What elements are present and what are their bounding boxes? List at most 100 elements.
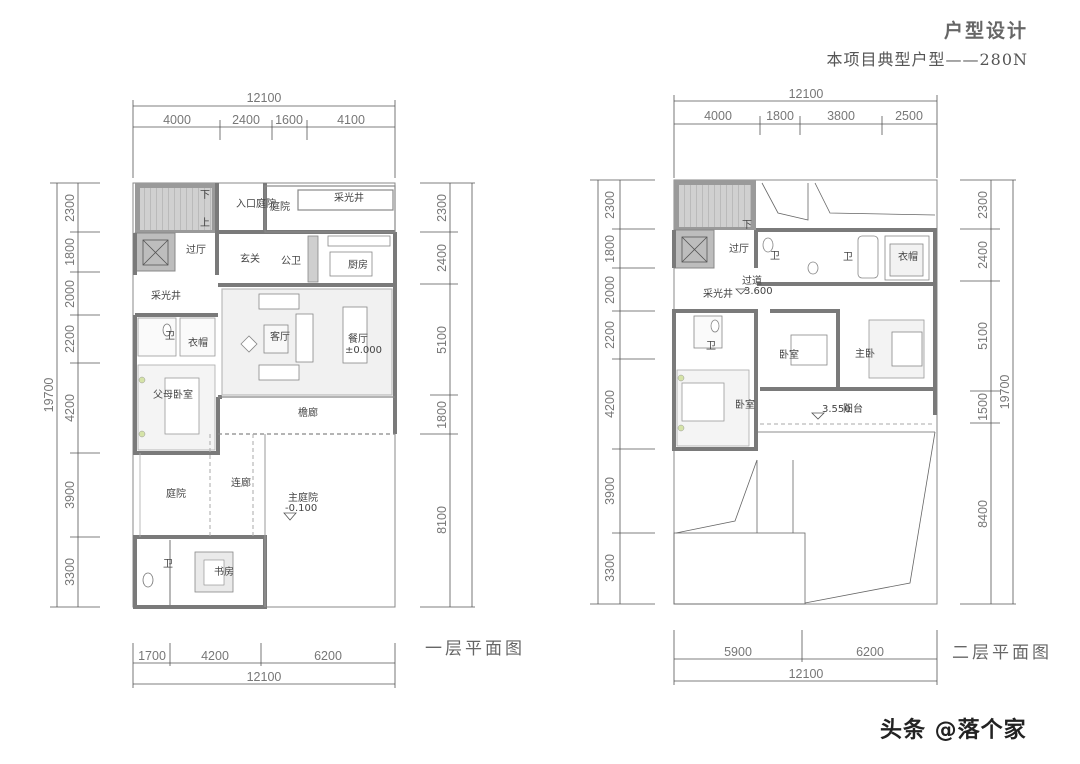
f1-dining-level: ±0.000 [345, 345, 382, 356]
f1-room-bath: 卫 [165, 331, 175, 342]
floor1-left-dimensions [50, 182, 100, 608]
f1-room-dining: 餐厅 [348, 332, 368, 345]
floor2-plan: 12100 4000 1800 3800 2500 2300 1800 2000… [590, 87, 1016, 685]
f1-room-entry-court: 入口庭院 [236, 197, 276, 210]
f2-room-passage: 过道 [742, 274, 762, 287]
floor1-plan: 12100 4000 2400 1600 4100 19700 2300 180… [42, 91, 475, 688]
page-subtitle: 本项目典型户型——280N [826, 50, 1028, 69]
f2-right-seg-5: 8400 [976, 500, 990, 528]
page-title: 户型设计 [943, 20, 1028, 42]
f1-room-corridor: 连廊 [231, 476, 251, 489]
f2-top-seg-3: 3800 [827, 109, 855, 123]
f2-right-seg-4: 1500 [976, 393, 990, 421]
f2-left-seg-7: 3300 [603, 554, 617, 582]
f1-left-seg-5: 4200 [63, 394, 77, 422]
f1-room-foyer: 玄关 [240, 252, 260, 265]
f1-left-total: 19700 [42, 378, 56, 413]
f1-room-study-bath: 卫 [163, 559, 173, 570]
floor1-right-dimensions [420, 182, 475, 608]
floor2-label: 二层平面图 [952, 643, 1052, 663]
f1-left-seg-7: 3300 [63, 558, 77, 586]
f2-bottom-total: 12100 [789, 667, 824, 681]
f2-master-bed [891, 331, 923, 367]
watermark: 头条 @落个家 [880, 718, 1027, 743]
f1-stair-up: 上 [200, 217, 210, 229]
f2-room-hall: 过厅 [729, 242, 749, 255]
f1-stair-down: 下 [200, 190, 210, 201]
f1-top-seg-4: 4100 [337, 113, 365, 127]
f1-top-seg-2: 2400 [232, 113, 260, 127]
floor2-left-dimensions [590, 179, 655, 605]
f1-left-seg-2: 1800 [63, 238, 77, 266]
f2-right-seg-2: 2400 [976, 241, 990, 269]
f1-top-seg-1: 4000 [163, 113, 191, 127]
f2-balcony-level: 3.550 [822, 404, 851, 415]
f2-left-seg-6: 3900 [603, 477, 617, 505]
f1-bottom-total: 12100 [247, 670, 282, 684]
f2-room-master-bedroom: 主卧 [855, 347, 875, 360]
f2-left-seg-5: 4200 [603, 390, 617, 418]
f2-left-seg-3: 2000 [603, 276, 617, 304]
f1-left-seg-6: 3900 [63, 481, 77, 509]
floor1-label: 一层平面图 [425, 639, 525, 659]
f2-right-seg-3: 5100 [976, 322, 990, 350]
f2-right-total: 19700 [998, 375, 1012, 410]
floor1-bottom-dimensions [132, 643, 396, 688]
f1-top-seg-3: 1600 [275, 113, 303, 127]
f2-top-seg-4: 2500 [895, 109, 923, 123]
f2-left-seg-2: 1800 [603, 235, 617, 263]
f1-room-public-wc: 公卫 [281, 256, 301, 267]
floor2-right-dimensions [960, 179, 1016, 605]
f1-room-courtyard-top: 庭院 [270, 200, 290, 213]
f2-top-total: 12100 [789, 87, 824, 101]
f1-left-seg-1: 2300 [63, 194, 77, 222]
f1-room-living: 客厅 [270, 330, 290, 343]
f2-room-balcony: 阳台 [843, 402, 863, 415]
f2-room-bath-b: 卫 [843, 252, 853, 263]
f1-bottom-seg-3: 6200 [314, 649, 342, 663]
f1-room-veranda: 檐廊 [298, 406, 318, 419]
f2-passage-level: 3.600 [744, 286, 773, 297]
f1-parents-bed [164, 377, 200, 435]
f2-left-seg-4: 2200 [603, 321, 617, 349]
f1-room-main-court: 主庭院 [288, 491, 318, 504]
f2-bottom-seg-2: 6200 [856, 645, 884, 659]
f1-room-courtyard-bottom: 庭院 [166, 487, 186, 500]
f1-main-court-level: -0.100 [285, 503, 317, 514]
f2-room-bedroom-a: 卧室 [779, 348, 799, 361]
f1-bottom-seg-2: 4200 [201, 649, 229, 663]
f1-room-light-well-top: 采光井 [334, 191, 364, 204]
f1-bottom-seg-1: 1700 [138, 649, 166, 663]
f1-room-study: 书房 [214, 565, 234, 578]
floor2-bottom-dimensions [673, 630, 938, 685]
f1-stair [140, 188, 212, 230]
f2-right-seg-1: 2300 [976, 191, 990, 219]
f1-right-seg-5: 8100 [435, 506, 449, 534]
f1-top-total: 12100 [247, 91, 282, 105]
floor2-top-dimensions [673, 95, 938, 178]
f2-room-bath-a: 卫 [770, 251, 780, 262]
f2-room-light-well: 采光井 [703, 287, 733, 300]
f1-room-hall: 过厅 [186, 243, 206, 256]
f1-right-seg-4: 1800 [435, 401, 449, 429]
f1-left-seg-4: 2200 [63, 325, 77, 353]
f2-top-seg-1: 4000 [704, 109, 732, 123]
f2-bedroom-bed [790, 334, 828, 366]
f1-room-parents-bedroom: 父母卧室 [153, 388, 193, 401]
f2-bottom-seg-1: 5900 [724, 645, 752, 659]
f1-right-seg-1: 2300 [435, 194, 449, 222]
f1-right-seg-2: 2400 [435, 244, 449, 272]
f1-left-seg-3: 2000 [63, 280, 77, 308]
f2-left-seg-1: 2300 [603, 191, 617, 219]
f2-room-bath-c: 卫 [706, 341, 716, 352]
floor1-top-dimensions [132, 100, 396, 178]
f2-bedroom-b-bed [681, 382, 725, 422]
f1-room-light-well-left: 采光井 [151, 289, 181, 302]
f2-room-closet: 衣帽 [898, 250, 918, 263]
f2-top-seg-2: 1800 [766, 109, 794, 123]
f1-room-closet: 衣帽 [188, 336, 208, 349]
f1-room-kitchen: 厨房 [348, 258, 368, 271]
f2-stair-down: 下 [742, 220, 752, 231]
f2-room-bedroom-b: 卧室 [735, 398, 755, 411]
